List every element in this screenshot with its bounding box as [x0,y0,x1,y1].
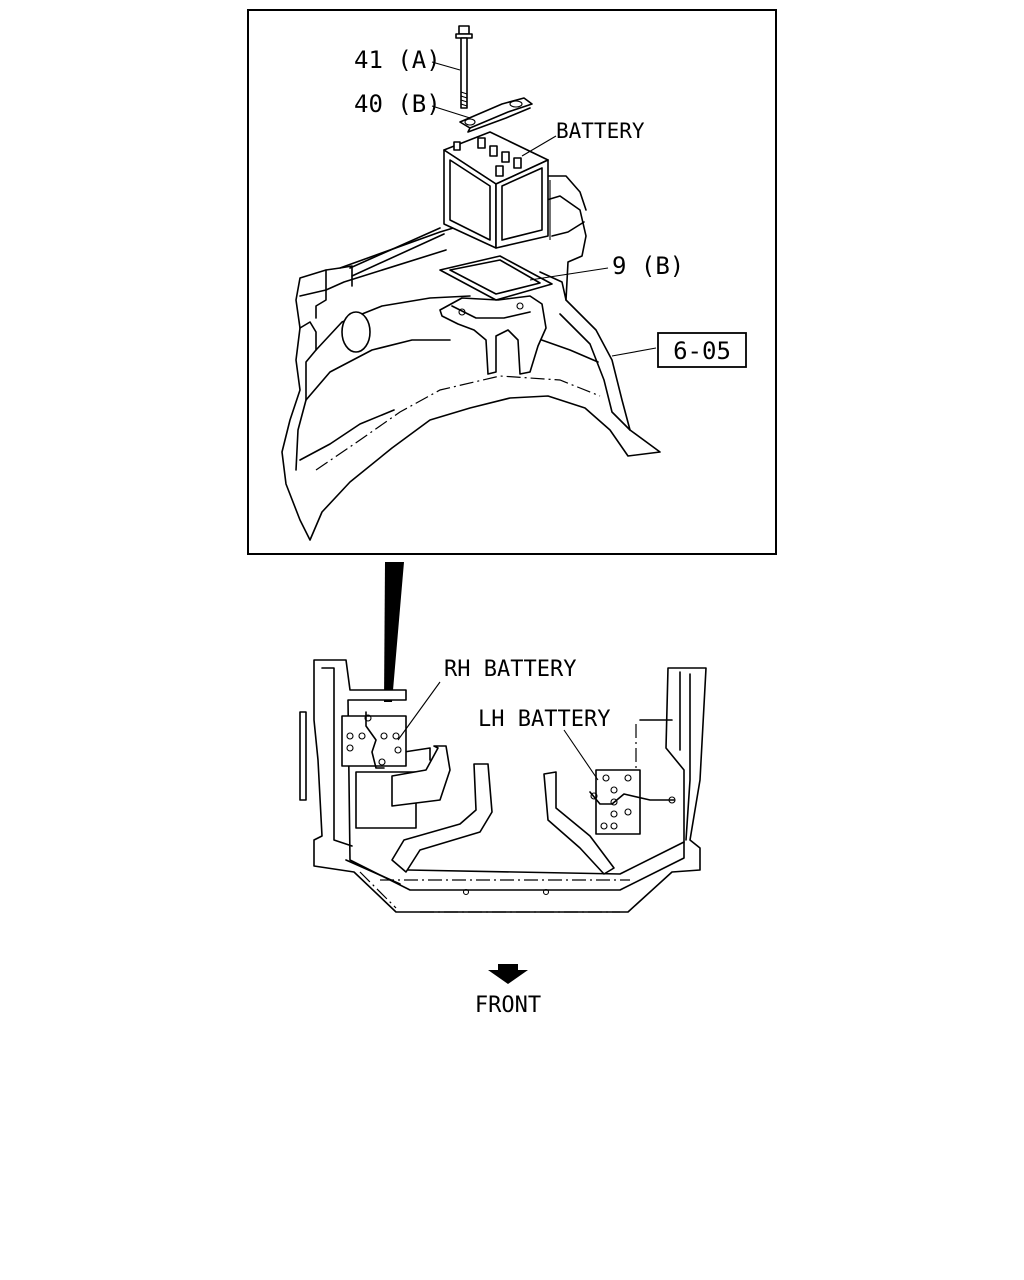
bolt-drawing [455,25,473,109]
bolt-callout: 41 (A) [354,46,441,74]
lh-battery-plate [589,769,676,835]
battery-terminals [453,137,522,177]
tray-bracket-drawing [439,295,547,375]
battery-tray-drawing [439,255,553,301]
lh-battery-label: LH BATTERY [478,707,610,732]
frame-drawing [299,659,707,913]
body-panel-drawing [281,175,661,541]
rh-battery-label: RH BATTERY [444,657,576,682]
arrow-down-icon [488,964,528,984]
battery-callout: BATTERY [556,119,645,143]
clamp-callout: 40 (B) [354,90,441,118]
front-label: FRONT [475,993,541,1018]
lower-leader-lines [397,681,599,781]
detail-pointer [384,562,404,702]
front-indicator: FRONT [475,964,541,1018]
battery-clamp-drawing [459,97,533,133]
upper-leader-lines [431,61,657,357]
rh-battery-plate [341,711,407,769]
tray-callout: 9 (B) [612,252,684,280]
battery-drawing [443,131,549,249]
reference-box[interactable]: 6-05 [657,332,747,368]
reference-label: 6-05 [673,337,731,365]
